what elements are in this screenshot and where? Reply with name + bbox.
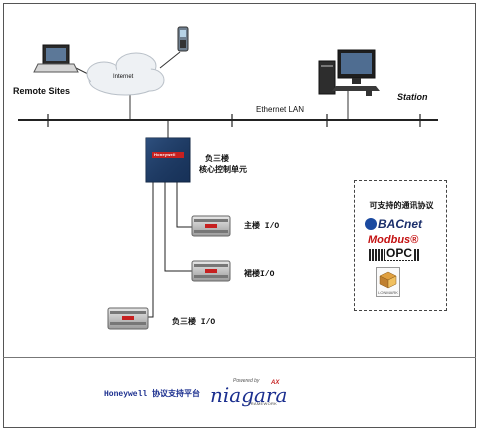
io-b3-label: 负三楼 I/O [172,318,216,327]
controller-brand-label: Honeywell [154,152,176,157]
lonmark-cube-icon [379,271,397,289]
phone-link [159,51,181,69]
footer-caption: Honeywell 协议支持平台 [104,390,201,399]
opc-logo-text: OPC [385,246,414,260]
diagram-frame [3,3,476,428]
controller-label-line1: 负三楼 [205,154,229,163]
modbus-logo: Modbus® [368,234,419,246]
protocol-support-box: 可支持的通讯协议 BACnet Modbus® OPC LONMARK [354,180,447,311]
controller-label-line2: 核心控制单元 [199,165,247,174]
station-label: Station [397,92,428,102]
core-controller-icon [145,137,191,183]
desktop-computer-icon [318,49,380,96]
internet-cloud-icon [86,52,165,96]
remote-sites-label: Remote Sites [13,86,71,96]
powered-by-text: Powered by [233,378,260,384]
mobile-phone-icon [177,26,189,52]
bacnet-text: BACnet [378,217,422,231]
niagara-framework-text: FRAMEWORK [248,401,278,406]
io-annex-label: 裙楼I/O [244,270,275,279]
io-module-annex-icon [191,260,231,282]
lonmark-text: LONMARK [378,290,398,295]
io-module-b3-icon [107,307,149,330]
bacnet-logo: BACnet [365,217,422,231]
io-main-label: 主楼 I/O [244,222,280,231]
internet-label: Internet [113,74,134,80]
niagara-logo: niagara [210,383,288,407]
footer-divider [3,357,476,358]
ethernet-lan-label: Ethernet LAN [256,105,305,114]
bacnet-circle-icon [365,218,377,230]
protocol-box-title: 可支持的通讯协议 [369,201,434,210]
laptop-icon [33,44,79,73]
lonmark-logo: LONMARK [376,267,400,297]
niagara-ax-text: AX [271,380,280,386]
io-bus-lines [147,182,192,318]
io-module-main-icon [191,215,231,237]
